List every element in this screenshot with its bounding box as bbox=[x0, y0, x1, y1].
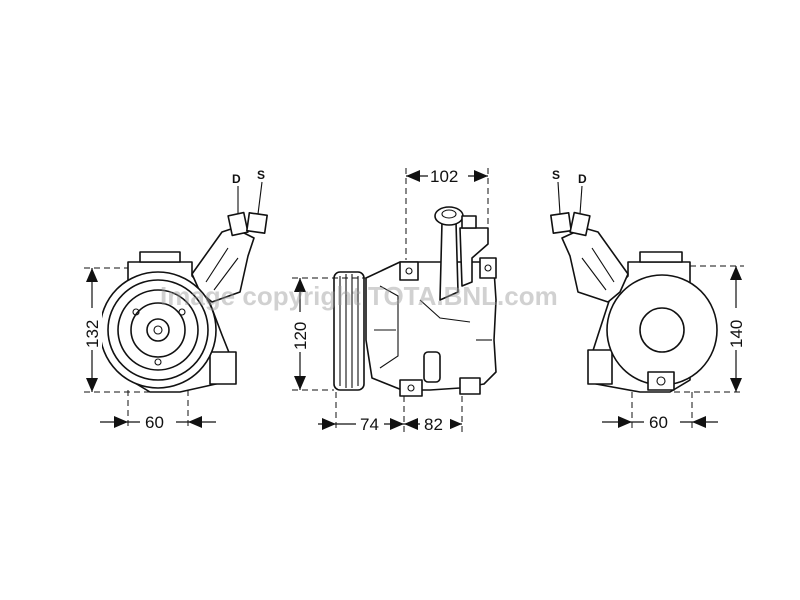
middle-dim-body: 82 bbox=[424, 415, 443, 434]
middle-valve bbox=[423, 351, 441, 383]
middle-dim-top: 102 bbox=[430, 167, 458, 186]
right-dim-height: 140 bbox=[727, 320, 746, 348]
middle-view: 102 120 74 82 bbox=[290, 164, 497, 434]
left-dim-width: 60 bbox=[145, 413, 164, 432]
left-dim-height: 132 bbox=[83, 320, 102, 348]
left-bracket bbox=[209, 351, 237, 385]
right-dim-width: 60 bbox=[649, 413, 668, 432]
left-port-label-d: D bbox=[232, 172, 241, 186]
middle-fitting bbox=[459, 227, 489, 287]
right-top-lug bbox=[639, 251, 683, 263]
left-port-s bbox=[246, 212, 268, 234]
right-port-d bbox=[569, 211, 591, 237]
middle-dim-height: 120 bbox=[291, 322, 310, 350]
middle-lug-bottom bbox=[399, 379, 423, 397]
left-port-d bbox=[227, 211, 249, 237]
right-fitting-arm bbox=[561, 227, 629, 303]
left-port-label-s: S bbox=[257, 168, 265, 182]
middle-dim-pulley: 74 bbox=[360, 415, 379, 434]
right-port-s bbox=[550, 212, 572, 234]
right-port-label-s: S bbox=[552, 168, 560, 182]
right-port-label-d: D bbox=[578, 172, 587, 186]
middle-lug-right bbox=[479, 257, 497, 279]
right-view: S D 140 60 bbox=[550, 168, 746, 432]
watermark: Image copyright TOTA.BNL.com bbox=[160, 281, 558, 311]
right-rear-disk bbox=[606, 274, 718, 386]
middle-pulley bbox=[333, 271, 365, 391]
left-top-lug bbox=[139, 251, 181, 263]
right-bracket bbox=[587, 349, 613, 385]
middle-lug-top bbox=[399, 261, 419, 281]
right-bottom-fitting bbox=[647, 371, 675, 391]
left-view: D S 132 60 bbox=[82, 168, 268, 432]
